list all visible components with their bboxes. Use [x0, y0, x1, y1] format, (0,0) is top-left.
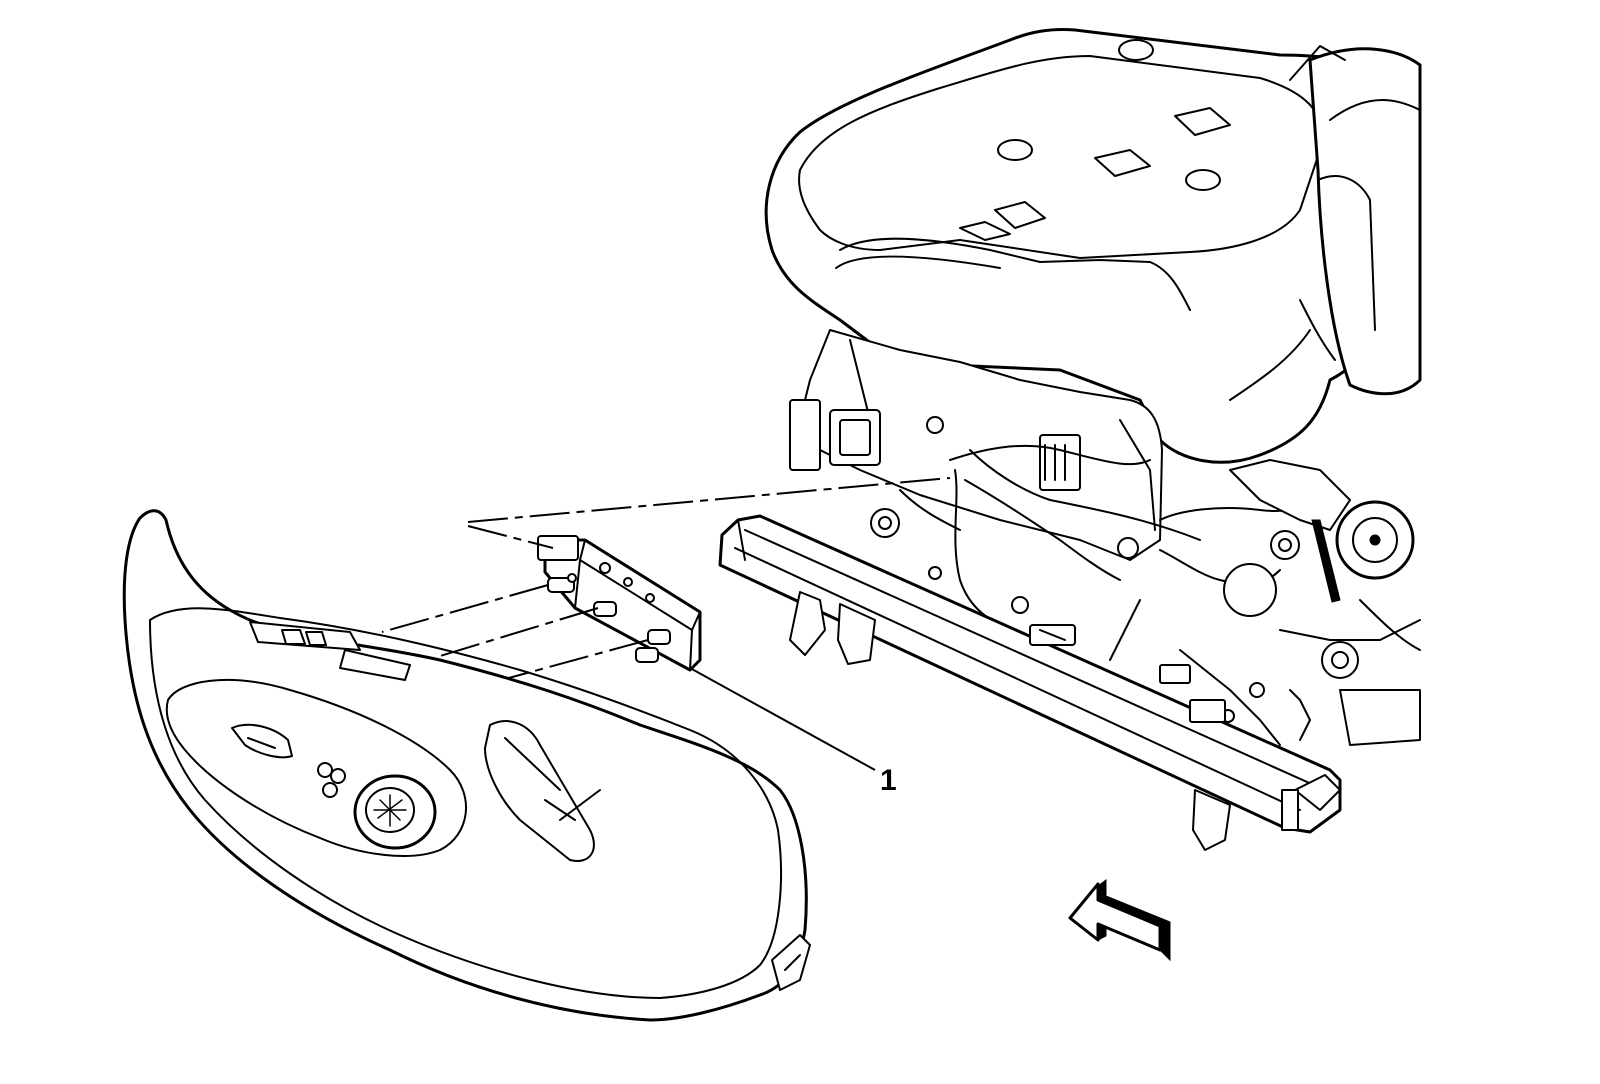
- seat-cushion-assembly: [764, 28, 1422, 464]
- power-seat-switch-module: [537, 535, 702, 672]
- harness-pointer-line: [467, 477, 951, 523]
- callout-1-label: 1: [880, 764, 897, 797]
- view-direction-arrow: [1068, 879, 1171, 962]
- seat-side-bezel: [122, 509, 811, 1022]
- callout-1: 1: [689, 667, 897, 797]
- seat-track-rail: [718, 514, 1342, 851]
- seat-frame-mechanism: [789, 329, 1421, 746]
- alignment-lines: [381, 525, 649, 683]
- callout-1-leader-line: [689, 667, 876, 771]
